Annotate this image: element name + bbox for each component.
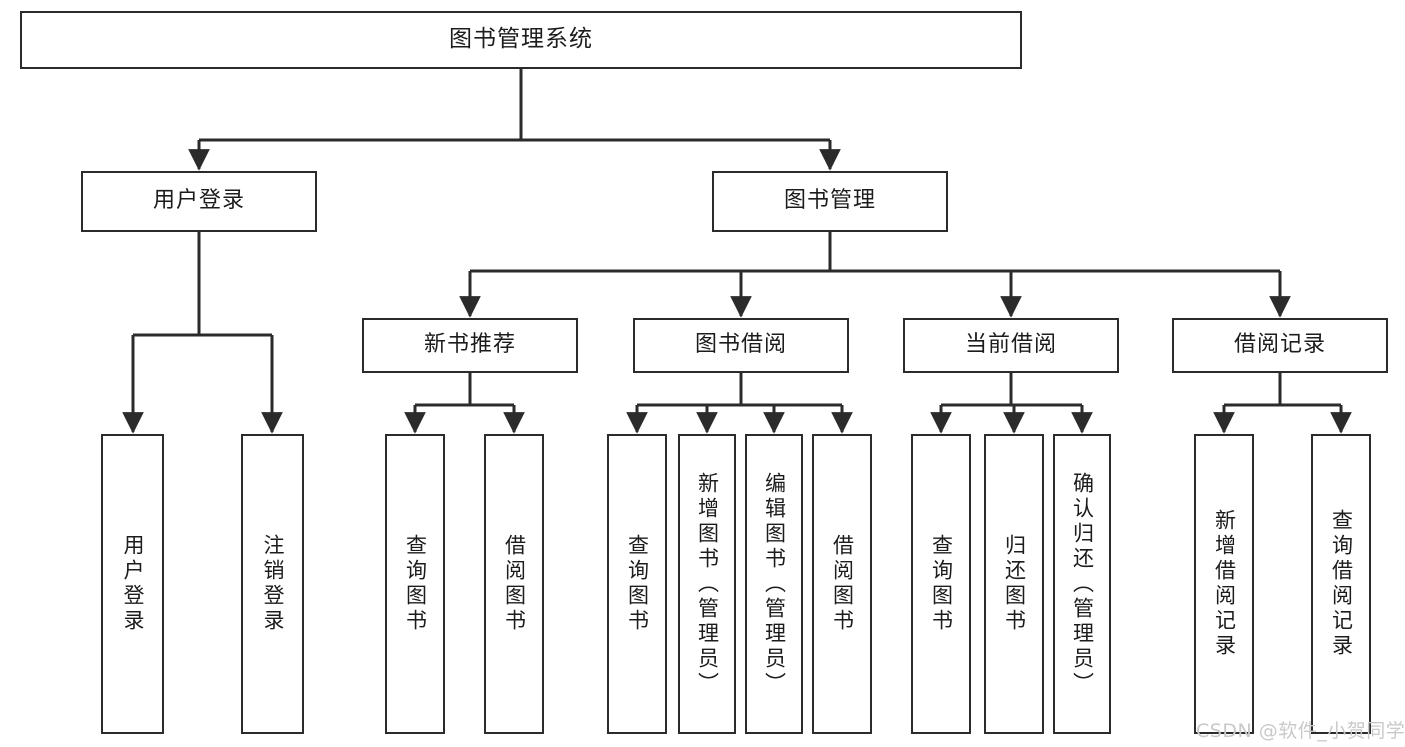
leaf-query-book-current[interactable]: 查询图书 [911, 434, 971, 734]
node-book-borrow-label: 图书借阅 [694, 332, 787, 358]
leaf-add-borrow-record[interactable]: 新增借阅记录 [1194, 434, 1254, 734]
node-root[interactable]: 图书管理系统 [20, 11, 1022, 69]
node-root-label: 图书管理系统 [449, 26, 593, 53]
leaf-add-borrow-record-label: 新增借阅记录 [1212, 509, 1237, 659]
node-current-borrow[interactable]: 当前借阅 [903, 318, 1119, 373]
leaf-add-book-admin[interactable]: 新增图书（管理员） [678, 434, 736, 734]
node-borrow-record[interactable]: 借阅记录 [1172, 318, 1388, 373]
node-new-book-recommend[interactable]: 新书推荐 [362, 318, 578, 373]
leaf-query-book-newbook-label: 查询图书 [403, 534, 428, 634]
leaf-edit-book-admin-label: 编辑图书（管理员） [762, 471, 787, 697]
leaf-borrow-book-newbook-label: 借阅图书 [502, 534, 527, 634]
leaf-query-book-current-label: 查询图书 [929, 534, 954, 634]
leaf-return-book-label: 归还图书 [1002, 534, 1027, 634]
node-book-management-label: 图书管理 [783, 188, 876, 214]
leaf-query-borrow-record-label: 查询借阅记录 [1329, 509, 1354, 659]
leaf-confirm-return-admin-label: 确认归还（管理员） [1070, 471, 1095, 697]
node-borrow-record-label: 借阅记录 [1233, 332, 1326, 358]
leaf-query-book-borrow-label: 查询图书 [625, 534, 650, 634]
node-user-login[interactable]: 用户登录 [81, 171, 317, 232]
node-current-borrow-label: 当前借阅 [964, 332, 1057, 358]
leaf-query-book-newbook[interactable]: 查询图书 [385, 434, 445, 734]
node-book-borrow[interactable]: 图书借阅 [633, 318, 849, 373]
leaf-logout[interactable]: 注销登录 [241, 434, 304, 734]
leaf-edit-book-admin[interactable]: 编辑图书（管理员） [745, 434, 803, 734]
leaf-user-login[interactable]: 用户登录 [101, 434, 164, 734]
leaf-lend-book[interactable]: 借阅图书 [812, 434, 872, 734]
leaf-add-book-admin-label: 新增图书（管理员） [695, 471, 720, 697]
leaf-borrow-book-newbook[interactable]: 借阅图书 [484, 434, 544, 734]
node-new-book-recommend-label: 新书推荐 [423, 332, 516, 358]
node-user-login-label: 用户登录 [152, 188, 245, 214]
leaf-return-book[interactable]: 归还图书 [984, 434, 1044, 734]
leaf-query-borrow-record[interactable]: 查询借阅记录 [1311, 434, 1371, 734]
csdn-watermark: CSDN @软件_小贺同学 [1196, 720, 1405, 742]
leaf-query-book-borrow[interactable]: 查询图书 [607, 434, 667, 734]
leaf-lend-book-label: 借阅图书 [830, 534, 855, 634]
leaf-confirm-return-admin[interactable]: 确认归还（管理员） [1053, 434, 1111, 734]
node-book-management[interactable]: 图书管理 [712, 171, 948, 232]
leaf-logout-label: 注销登录 [261, 534, 285, 634]
leaf-user-login-label: 用户登录 [121, 534, 145, 634]
